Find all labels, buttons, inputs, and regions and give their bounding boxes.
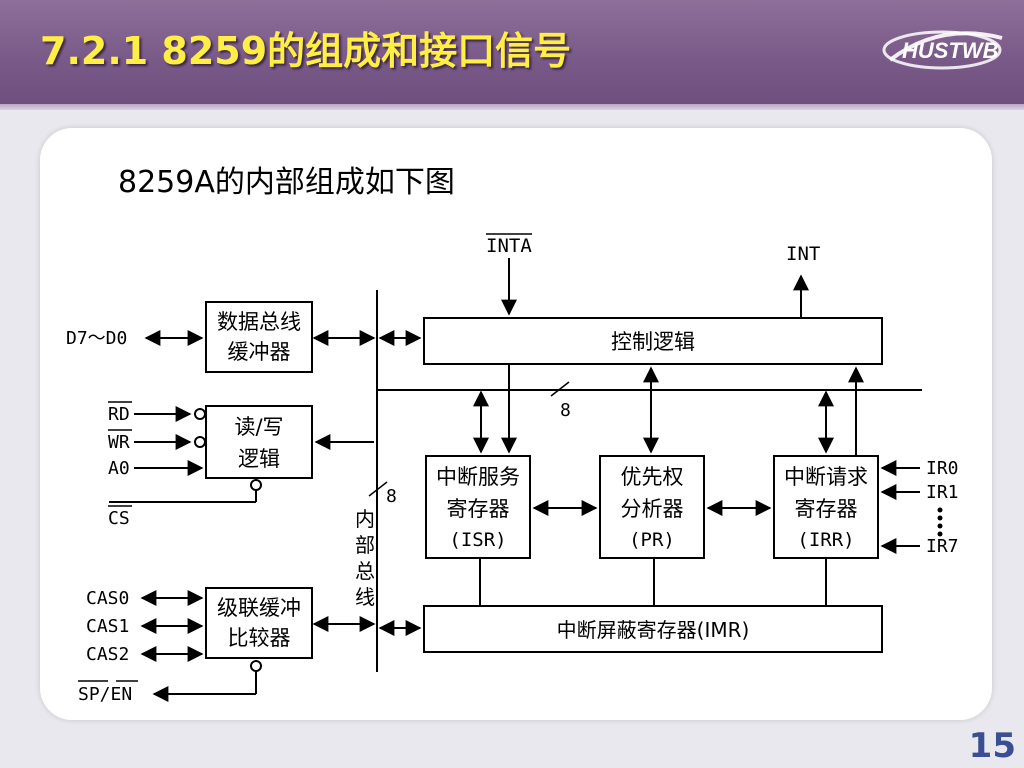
wr-signal-label: WR: [108, 432, 130, 453]
pr-label-3: (PR): [629, 529, 675, 551]
internal-bus-char-3: 总: [355, 559, 375, 583]
pr-block: [599, 455, 705, 559]
internal-bus-char-4: 线: [355, 585, 375, 609]
cascade-label-1: 级联缓冲: [217, 596, 301, 620]
cas1-signal-label: CAS1: [86, 616, 129, 637]
data-buffer-label-2: 缓冲器: [228, 340, 291, 364]
ir1-signal-label: IR1: [926, 482, 959, 503]
imr-label: 中断屏蔽寄存器(IMR): [557, 618, 750, 642]
diagram-caption: 8259A的内部组成如下图: [118, 165, 455, 200]
data-bus-buffer-block: [205, 301, 313, 373]
sp-en-signal-label: SP/EN: [78, 684, 132, 705]
ir0-signal-label: IR0: [926, 458, 959, 479]
isr-label-2: 寄存器: [447, 497, 510, 521]
irr-label-3: (IRR): [797, 529, 854, 551]
pr-label-1: 优先权: [621, 465, 684, 489]
a0-signal-label: A0: [108, 458, 130, 479]
svg-text:HUSTWB: HUSTWB: [902, 38, 999, 63]
ir7-signal-label: IR7: [926, 536, 959, 557]
int-signal-label: INT: [786, 243, 820, 265]
8259a-block-diagram: 数据总线 缓冲器 读/写 逻辑 级联缓冲 比较器 控制逻辑 中断服务 寄存器 (…: [54, 214, 977, 710]
data-buffer-label-1: 数据总线: [217, 310, 301, 334]
pr-label-2: 分析器: [621, 497, 684, 521]
cas0-signal-label: CAS0: [86, 588, 129, 609]
cascade-label-2: 比较器: [228, 626, 291, 650]
isr-label-1: 中断服务: [436, 465, 520, 489]
data-bus-signal-label: D7～D0: [66, 328, 127, 349]
cs-signal-label: CS: [108, 508, 130, 529]
control-logic-label: 控制逻辑: [611, 330, 695, 354]
isr-label-3: (ISR): [449, 529, 506, 551]
rd-signal-label: RD: [108, 404, 130, 425]
inta-signal-label: INTA: [486, 235, 532, 257]
title-underline: [0, 104, 1024, 110]
isr-block: [425, 455, 531, 559]
control-logic-block: [423, 317, 883, 365]
title-bar: [0, 0, 1024, 104]
cascade-buffer-block: [205, 587, 313, 659]
irr-label-1: 中断请求: [784, 465, 868, 489]
internal-bus-char-2: 部: [355, 533, 375, 557]
irr-label-2: 寄存器: [795, 497, 858, 521]
rw-logic-label-1: 读/写: [234, 415, 283, 439]
cas2-signal-label: CAS2: [86, 644, 129, 665]
hustwb-logo: HUSTWB: [882, 30, 1003, 70]
slide-title: 7.2.1 8259的组成和接口信号: [40, 29, 572, 73]
bus-width-label-vertical: 8: [386, 486, 397, 507]
rw-logic-label-2: 逻辑: [238, 447, 280, 471]
bus-width-label-horizontal: 8: [560, 400, 571, 421]
internal-bus-char-1: 内: [355, 507, 375, 531]
page-number: 15: [968, 726, 1016, 766]
